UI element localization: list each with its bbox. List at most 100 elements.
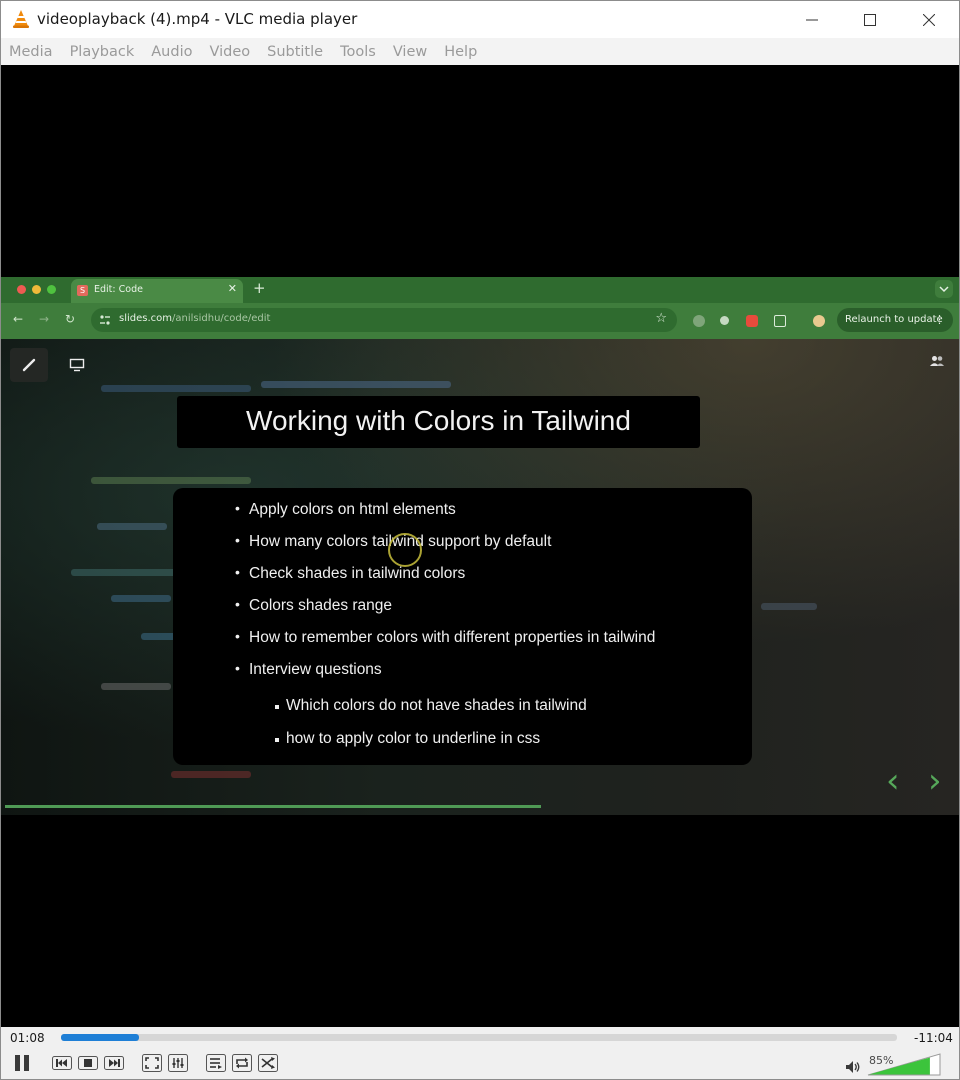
tab-search-icon[interactable] [935,280,953,298]
minimize-button[interactable] [783,1,841,38]
sub-bullet-item: Which colors do not have shades in tailw… [275,697,587,714]
slide-title: Working with Colors in Tailwind [246,405,631,436]
url-text: slides.com/anilsidhu/code/edit [119,313,270,324]
code-line [91,477,251,484]
vlc-cone-icon [13,10,29,28]
next-button[interactable] [102,1051,126,1075]
bookmark-star-icon[interactable]: ☆ [655,311,667,326]
equalizer-icon [168,1054,188,1072]
next-slide-arrow-icon[interactable]: › [928,761,942,801]
seek-bar-progress [61,1034,139,1041]
extension-icon[interactable] [693,315,705,327]
forward-arrow-icon[interactable]: → [39,312,50,326]
menu-view[interactable]: View [392,43,428,60]
pen-tool-button[interactable] [10,348,48,382]
chevron-down-icon [939,286,949,293]
traffic-light-red[interactable] [17,285,26,294]
back-arrow-icon[interactable]: ← [13,312,24,326]
bullet-item: How to remember colors with different pr… [235,628,655,647]
cursor-highlight-ring [388,533,422,567]
profile-avatar[interactable] [813,315,825,327]
close-button[interactable] [900,1,958,38]
bullet-item: Interview questions [235,660,382,679]
site-settings-icon[interactable] [99,314,111,326]
pause-icon [15,1055,29,1071]
new-tab-icon[interactable]: + [253,279,266,297]
monitor-icon [69,358,85,372]
relaunch-button[interactable]: Relaunch to update ⋮ [837,308,953,332]
title-bar: videoplayback (4).mp4 - VLC media player [1,1,959,38]
browser-tab-strip: S Edit: Code ✕ + [1,277,959,303]
slide-bullet-list[interactable]: Apply colors on html elements How many c… [173,488,752,765]
extension-icon[interactable] [720,316,729,325]
previous-slide-arrow-icon[interactable]: ‹ [886,761,900,801]
remaining-time[interactable]: -11:04 [914,1031,953,1045]
elapsed-time: 01:08 [10,1031,45,1045]
browser-toolbar: ← → ↻ slides.com/anilsidhu/code/edit ☆ R… [1,303,959,339]
menu-subtitle[interactable]: Subtitle [267,43,324,60]
more-menu-icon[interactable]: ⋮ [934,313,945,326]
slide-progress-bar [5,805,541,808]
video-area[interactable]: S Edit: Code ✕ + ← → ↻ slides.com/anilsi… [1,65,959,1027]
playback-controls: 01:08 -11:04 85 [1,1027,959,1079]
url-path: /anilsidhu/code/edit [172,313,271,324]
menu-help[interactable]: Help [444,43,478,60]
traffic-light-green[interactable] [47,285,56,294]
volume-percent: 85% [869,1054,894,1067]
menu-video[interactable]: Video [209,43,251,60]
code-line [761,603,817,610]
playlist-button[interactable] [204,1051,228,1075]
menu-tools[interactable]: Tools [340,43,376,60]
browser-tab[interactable]: S Edit: Code ✕ [71,279,243,303]
code-line [141,633,181,640]
loop-button[interactable] [230,1051,254,1075]
menu-media[interactable]: Media [9,43,53,60]
code-line [261,381,451,388]
relaunch-label: Relaunch to update [845,314,943,325]
stop-icon [78,1056,98,1070]
code-line [71,569,191,576]
menu-audio[interactable]: Audio [151,43,193,60]
fullscreen-icon [142,1054,162,1072]
close-icon [923,13,935,26]
browser-tab-title: Edit: Code [94,284,143,295]
pause-button[interactable] [9,1051,35,1075]
seek-bar[interactable] [61,1034,897,1041]
menu-playback[interactable]: Playback [69,43,135,60]
window-title: videoplayback (4).mp4 - VLC media player [37,10,358,28]
skip-forward-icon [104,1056,124,1070]
present-button[interactable] [58,348,96,382]
loop-icon [232,1054,252,1072]
sub-bullet-item: how to apply color to underline in css [274,730,541,747]
pen-icon [22,358,36,372]
maximize-icon [864,13,876,26]
tab-close-icon[interactable]: ✕ [227,282,237,295]
code-line [101,385,251,392]
shuffle-button[interactable] [256,1051,280,1075]
maximize-button[interactable] [841,1,899,38]
video-frame: S Edit: Code ✕ + ← → ↻ slides.com/anilsi… [1,277,959,815]
reload-icon[interactable]: ↻ [65,312,76,326]
collaborators-icon[interactable] [929,353,945,372]
volume-slider[interactable] [867,1053,941,1076]
fullscreen-button[interactable] [140,1051,164,1075]
extensions-puzzle-icon[interactable] [774,315,786,327]
previous-button[interactable] [50,1051,74,1075]
extension-icon[interactable] [746,315,758,327]
code-line [111,595,171,602]
skip-back-icon [52,1056,72,1070]
speaker-icon[interactable] [845,1060,861,1074]
code-line [97,523,167,530]
traffic-light-yellow[interactable] [32,285,41,294]
stop-button[interactable] [76,1051,100,1075]
extended-settings-button[interactable] [166,1051,190,1075]
address-bar[interactable]: slides.com/anilsidhu/code/edit ☆ [91,308,677,332]
slide-title-box[interactable]: Working with Colors in Tailwind [177,396,700,448]
playlist-icon [206,1054,226,1072]
bullet-item: Apply colors on html elements [235,500,456,519]
code-line [171,771,251,778]
shuffle-icon [258,1054,278,1072]
bullet-item: Check shades in tailwind colors [235,564,465,583]
code-line [101,683,171,690]
